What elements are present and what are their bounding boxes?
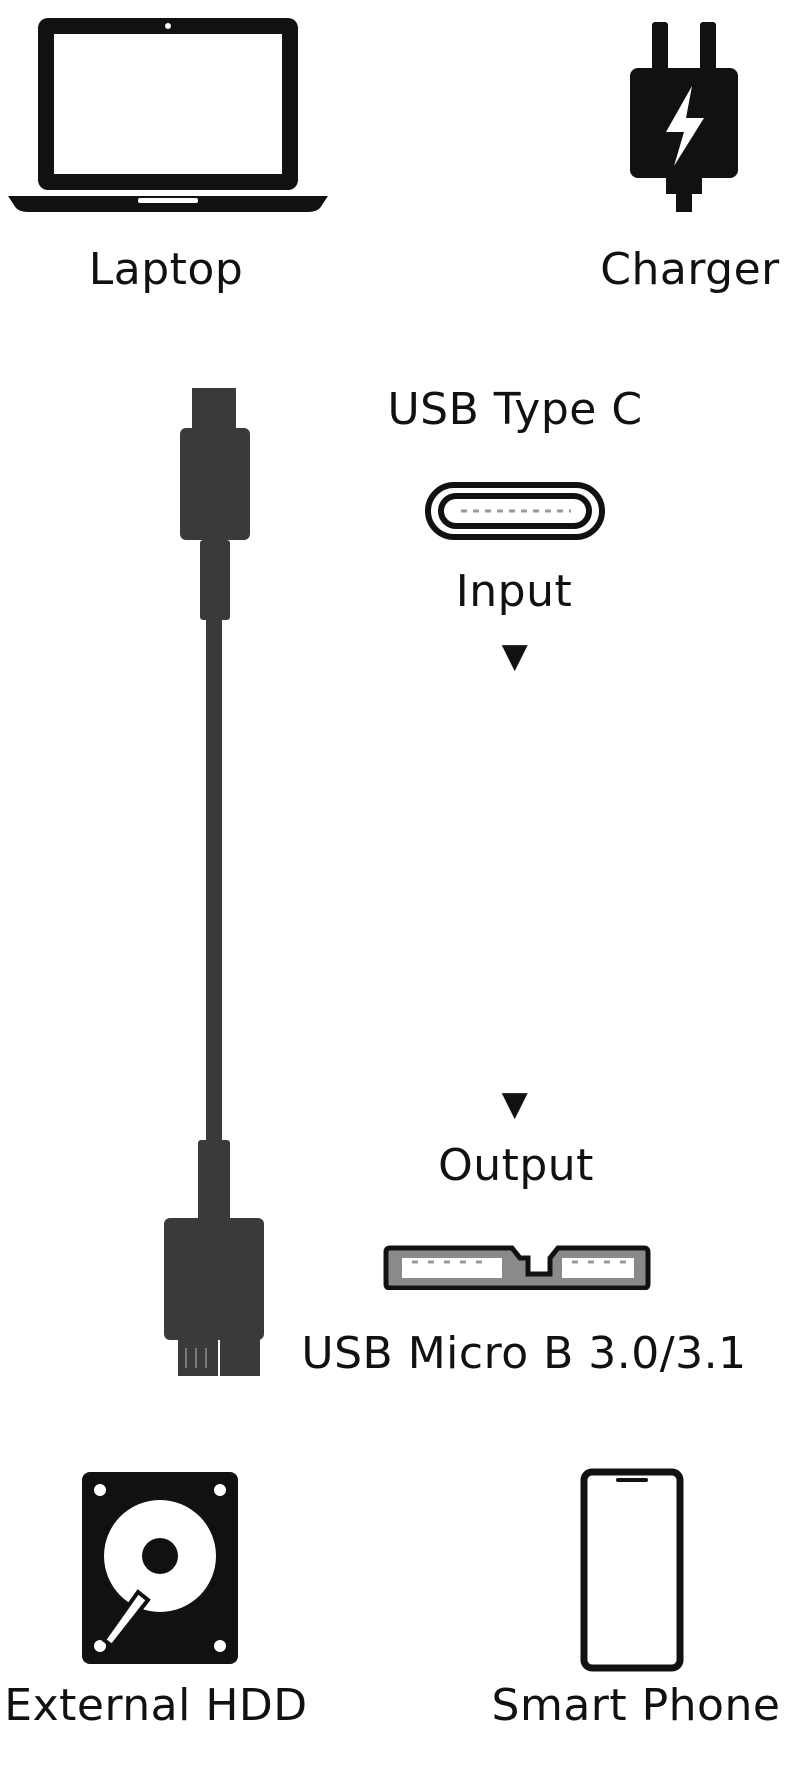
charger-label: Charger <box>600 244 780 295</box>
hard-drive-icon <box>82 1472 238 1664</box>
external-hdd-device: External HDD <box>0 1460 320 1776</box>
usb-c-port-icon <box>425 482 605 540</box>
charger-icon <box>630 22 738 212</box>
smartphone-device: Smart Phone <box>460 1460 800 1776</box>
input-arrow-icon: ▼ <box>501 636 529 676</box>
smartphone-label: Smart Phone <box>491 1680 781 1731</box>
usb-micro-b-label: USB Micro B 3.0/3.1 <box>301 1328 747 1379</box>
usb-type-c-label: USB Type C <box>387 384 643 435</box>
charger-device: Charger <box>560 0 800 300</box>
laptop-label: Laptop <box>88 244 244 295</box>
output-label: Output <box>438 1140 594 1191</box>
laptop-device: Laptop <box>0 0 340 300</box>
output-arrow-icon: ▼ <box>501 1084 529 1124</box>
laptop-icon <box>8 18 328 212</box>
input-label: Input <box>455 566 573 617</box>
smartphone-icon <box>580 1468 684 1672</box>
usb-micro-b-port-icon <box>383 1245 651 1290</box>
usb-cable-icon <box>164 388 264 1376</box>
external-hdd-label: External HDD <box>4 1680 308 1731</box>
